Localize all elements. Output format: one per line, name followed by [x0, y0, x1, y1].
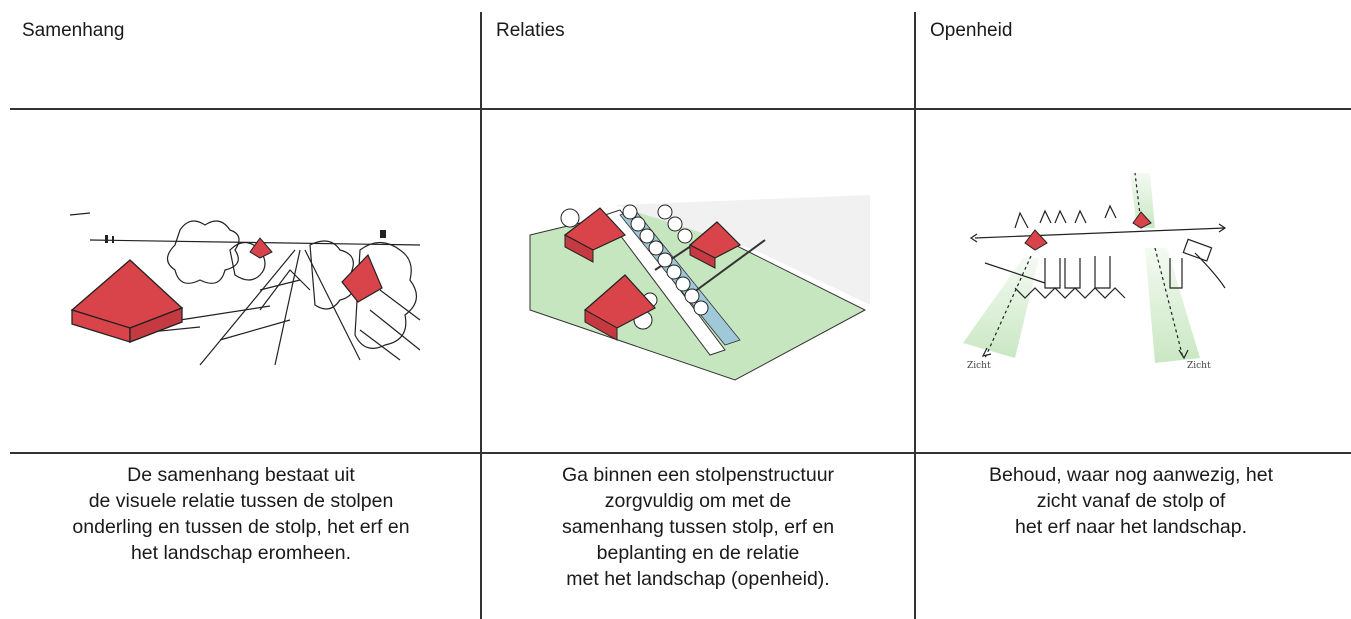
heading-samenhang: Samenhang	[22, 20, 125, 41]
relaties-illustration	[525, 190, 870, 385]
image-row-divider	[10, 452, 1351, 454]
zicht-label: Zicht	[967, 361, 991, 371]
caption-samenhang: De samenhang bestaat uit de visuele rela…	[72, 464, 410, 564]
caption-relaties: Ga binnen een stolpenstructuur zorgvuldi…	[561, 464, 835, 590]
openheid-illustration: Zicht Zicht	[955, 168, 1235, 378]
zicht-label: Zicht	[1187, 361, 1211, 371]
samenhang-illustration	[60, 210, 430, 370]
caption-openheid: Behoud, waar nog aanwezig, het zicht van…	[988, 464, 1274, 538]
heading-relaties: Relaties	[496, 20, 565, 41]
heading-openheid: Openheid	[930, 20, 1013, 41]
column-divider	[914, 12, 916, 619]
column-divider	[480, 12, 482, 619]
header-divider	[10, 108, 1351, 110]
